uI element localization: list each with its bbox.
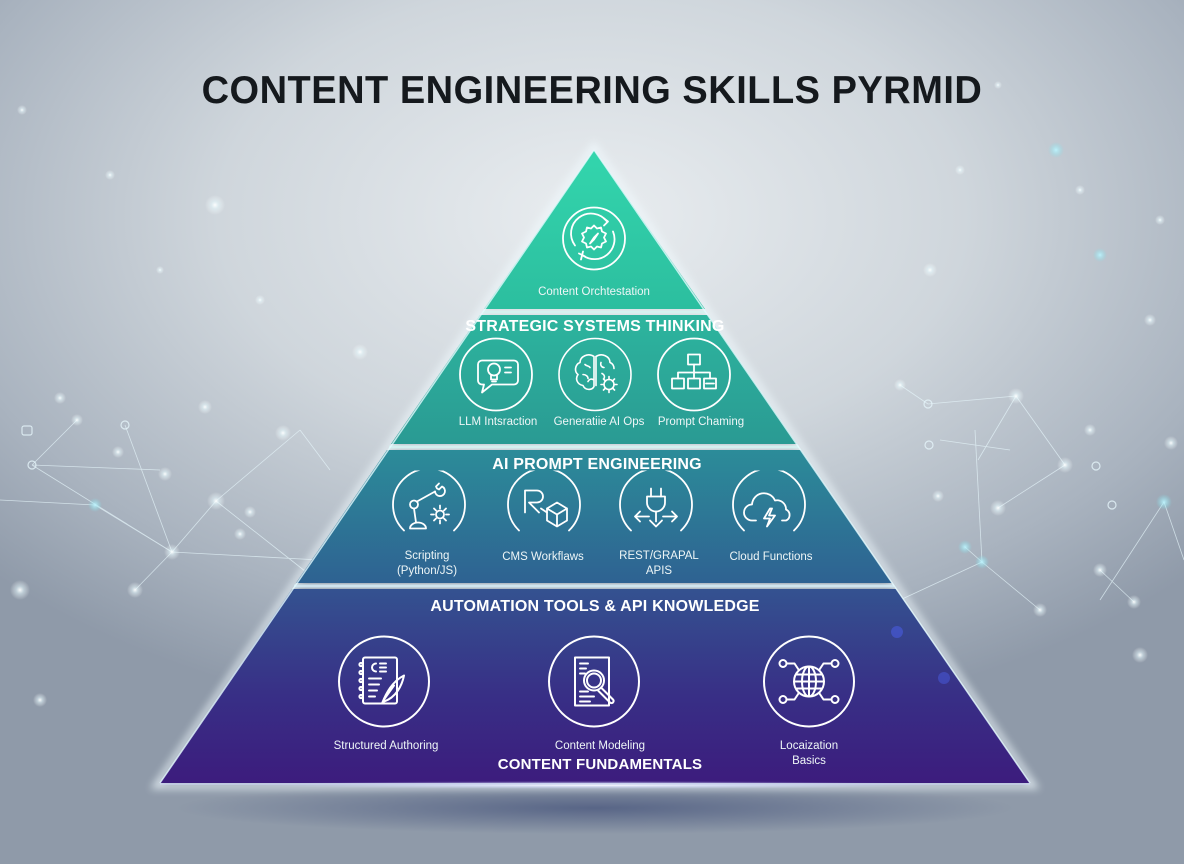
gear-compass-cycle-icon bbox=[562, 206, 626, 271]
icon-localization-basics bbox=[761, 634, 857, 735]
tier-title-strategic-systems-thinking: STRATEGIC SYSTEMS THINKING bbox=[465, 318, 725, 335]
icon-generative-ai-ops bbox=[557, 337, 633, 418]
hierarchy-chart-icon bbox=[657, 337, 731, 412]
item-label-prompt-chaining: Prompt Chaming bbox=[657, 416, 745, 428]
r-box-icon bbox=[507, 467, 581, 532]
icon-cloud-functions bbox=[730, 467, 808, 554]
item-label-structured-authoring: Structured Authoring bbox=[333, 740, 439, 752]
item-label-content-orchestration: Content Orchtestation bbox=[538, 286, 650, 298]
item-label-cms-workflows: CMS Workflaws bbox=[502, 551, 584, 563]
item-label-cloud-functions: Cloud Functions bbox=[729, 551, 813, 563]
notebook-quill-icon bbox=[338, 635, 430, 728]
tier-top-shape bbox=[484, 150, 705, 309]
icon-cms-workflows bbox=[505, 467, 583, 554]
cloud-lightning-icon bbox=[732, 467, 806, 532]
page-title: CONTENT ENGINEERING SKILLS PYRMID bbox=[201, 69, 983, 113]
tier-3-shape bbox=[296, 450, 892, 583]
tier-footer-content-fundamentals: CONTENT FUNDAMENTALS bbox=[497, 756, 703, 773]
brain-gear-icon bbox=[558, 337, 632, 412]
item-label-content-modeling: Content Modeling bbox=[554, 740, 646, 752]
item-label-generative-ai-ops: Generatiie AI Ops bbox=[553, 416, 645, 428]
item-label-llm-interaction: LLM Intsraction bbox=[458, 416, 538, 428]
chat-lightbulb-icon bbox=[459, 337, 533, 412]
icon-llm-interaction bbox=[458, 337, 534, 418]
item-label-scripting: Scripting (Python/JS) bbox=[396, 550, 458, 577]
item-label-localization-basics: Locaization Basics bbox=[779, 740, 839, 767]
icon-prompt-chaining bbox=[656, 337, 732, 418]
item-label-rest-graphql-apis: REST/GRAPAL APIS bbox=[619, 550, 699, 577]
icon-content-orchestration bbox=[561, 206, 627, 277]
tier-title-ai-prompt-engineering: AI PROMPT ENGINEERING bbox=[492, 456, 702, 473]
icon-structured-authoring bbox=[336, 634, 432, 735]
plug-arrows-icon bbox=[619, 467, 693, 532]
globe-network-icon bbox=[763, 635, 855, 728]
icon-rest-graphql-apis bbox=[617, 467, 695, 554]
robot-arm-gear-icon bbox=[392, 467, 466, 532]
tier-title-automation-tools-api-knowledge: AUTOMATION TOOLS & API KNOWLEDGE bbox=[430, 598, 760, 615]
icon-content-modeling bbox=[546, 634, 642, 735]
document-magnifier-icon bbox=[548, 635, 640, 728]
icon-scripting bbox=[390, 467, 468, 554]
